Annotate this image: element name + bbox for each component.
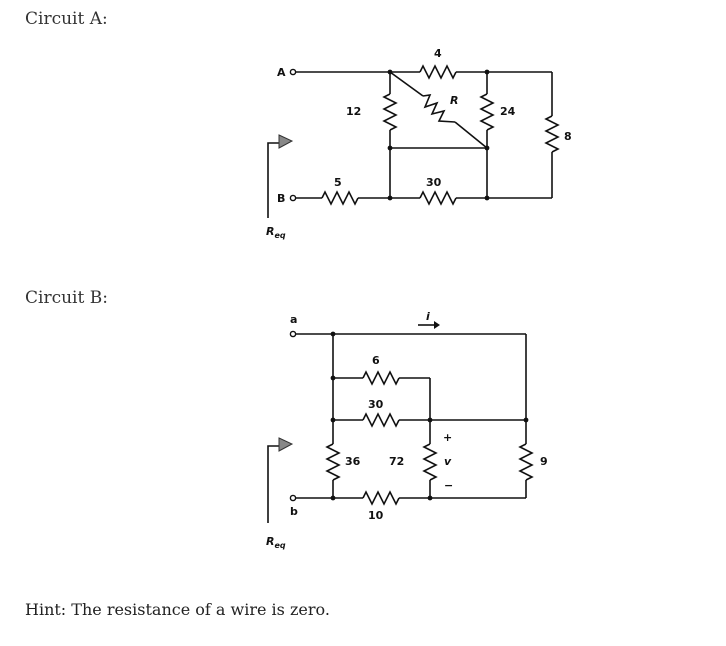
wire-a-diag-upper bbox=[389, 71, 424, 97]
label-b-req-main: R bbox=[266, 535, 274, 548]
resistor-b-36 bbox=[325, 443, 341, 481]
label-a-12: 12 bbox=[346, 105, 361, 118]
resistor-a-5 bbox=[321, 190, 359, 206]
label-a-B: B bbox=[277, 192, 285, 205]
label-a-30: 30 bbox=[426, 176, 442, 189]
label-a-req: Req bbox=[266, 225, 286, 240]
label-b-b: b bbox=[290, 505, 298, 518]
resistor-a-30 bbox=[419, 190, 457, 206]
label-b-req-sub: eq bbox=[274, 541, 285, 550]
node-a-2 bbox=[484, 69, 490, 75]
label-a-req-sub: eq bbox=[274, 231, 285, 240]
resistor-b-6 bbox=[362, 370, 400, 386]
resistor-a-8 bbox=[544, 115, 560, 153]
current-arrow-icon bbox=[434, 321, 440, 329]
node-b-6 bbox=[330, 495, 336, 501]
label-b-30: 30 bbox=[368, 398, 384, 411]
resistor-b-30 bbox=[362, 412, 400, 428]
terminal-b-a bbox=[289, 330, 297, 338]
label-b-9: 9 bbox=[540, 455, 548, 468]
label-a-8: 8 bbox=[564, 130, 572, 143]
label-b-i: i bbox=[426, 310, 430, 323]
label-a-R: R bbox=[450, 94, 458, 107]
circuit-a: A B Req 4 12 R 24 8 5 30 bbox=[266, 47, 572, 240]
resistor-a-24 bbox=[479, 93, 495, 131]
req-b-bracket bbox=[267, 445, 280, 523]
resistor-a-4 bbox=[419, 64, 457, 80]
node-b-3 bbox=[330, 417, 336, 423]
node-a-6 bbox=[484, 195, 490, 201]
terminal-a-A bbox=[289, 68, 297, 76]
node-b-4 bbox=[427, 417, 433, 423]
node-a-1 bbox=[387, 69, 393, 75]
resistor-b-9 bbox=[518, 443, 534, 481]
node-a-5 bbox=[387, 195, 393, 201]
resistor-b-10 bbox=[362, 490, 400, 506]
circuit-a-heading: Circuit A: bbox=[25, 9, 108, 29]
label-b-minus: − bbox=[444, 479, 453, 492]
label-a-24: 24 bbox=[500, 105, 516, 118]
label-b-36: 36 bbox=[345, 455, 361, 468]
resistor-b-72 bbox=[422, 443, 438, 481]
label-b-6: 6 bbox=[372, 354, 380, 367]
node-b-1 bbox=[330, 331, 336, 337]
label-b-10: 10 bbox=[368, 509, 384, 522]
node-b-7 bbox=[427, 495, 433, 501]
node-b-5 bbox=[523, 417, 529, 423]
label-a-5: 5 bbox=[334, 176, 342, 189]
label-a-req-main: R bbox=[266, 225, 274, 238]
req-a-arrow-icon bbox=[278, 134, 294, 149]
node-a-3 bbox=[387, 145, 393, 151]
hint-text: Hint: The resistance of a wire is zero. bbox=[25, 600, 330, 619]
resistor-a-R bbox=[422, 94, 456, 123]
terminal-a-B bbox=[289, 194, 297, 202]
req-b-arrow-icon bbox=[278, 437, 294, 452]
terminal-b-b bbox=[289, 494, 297, 502]
label-b-a: a bbox=[290, 313, 297, 326]
resistor-a-12 bbox=[382, 93, 398, 131]
label-a-A: A bbox=[277, 66, 286, 79]
wire-a-diag-lower bbox=[454, 121, 488, 149]
circuit-b: a b i + v − Req 6 30 36 72 9 10 bbox=[266, 310, 548, 550]
label-b-plus: + bbox=[443, 431, 452, 444]
label-a-4: 4 bbox=[434, 47, 442, 60]
node-a-4 bbox=[484, 145, 490, 151]
label-b-v: v bbox=[444, 455, 452, 468]
req-a-bracket bbox=[267, 142, 280, 218]
circuit-b-heading: Circuit B: bbox=[25, 288, 108, 308]
label-b-72: 72 bbox=[389, 455, 404, 468]
label-b-req: Req bbox=[266, 535, 286, 550]
node-b-2 bbox=[330, 375, 336, 381]
